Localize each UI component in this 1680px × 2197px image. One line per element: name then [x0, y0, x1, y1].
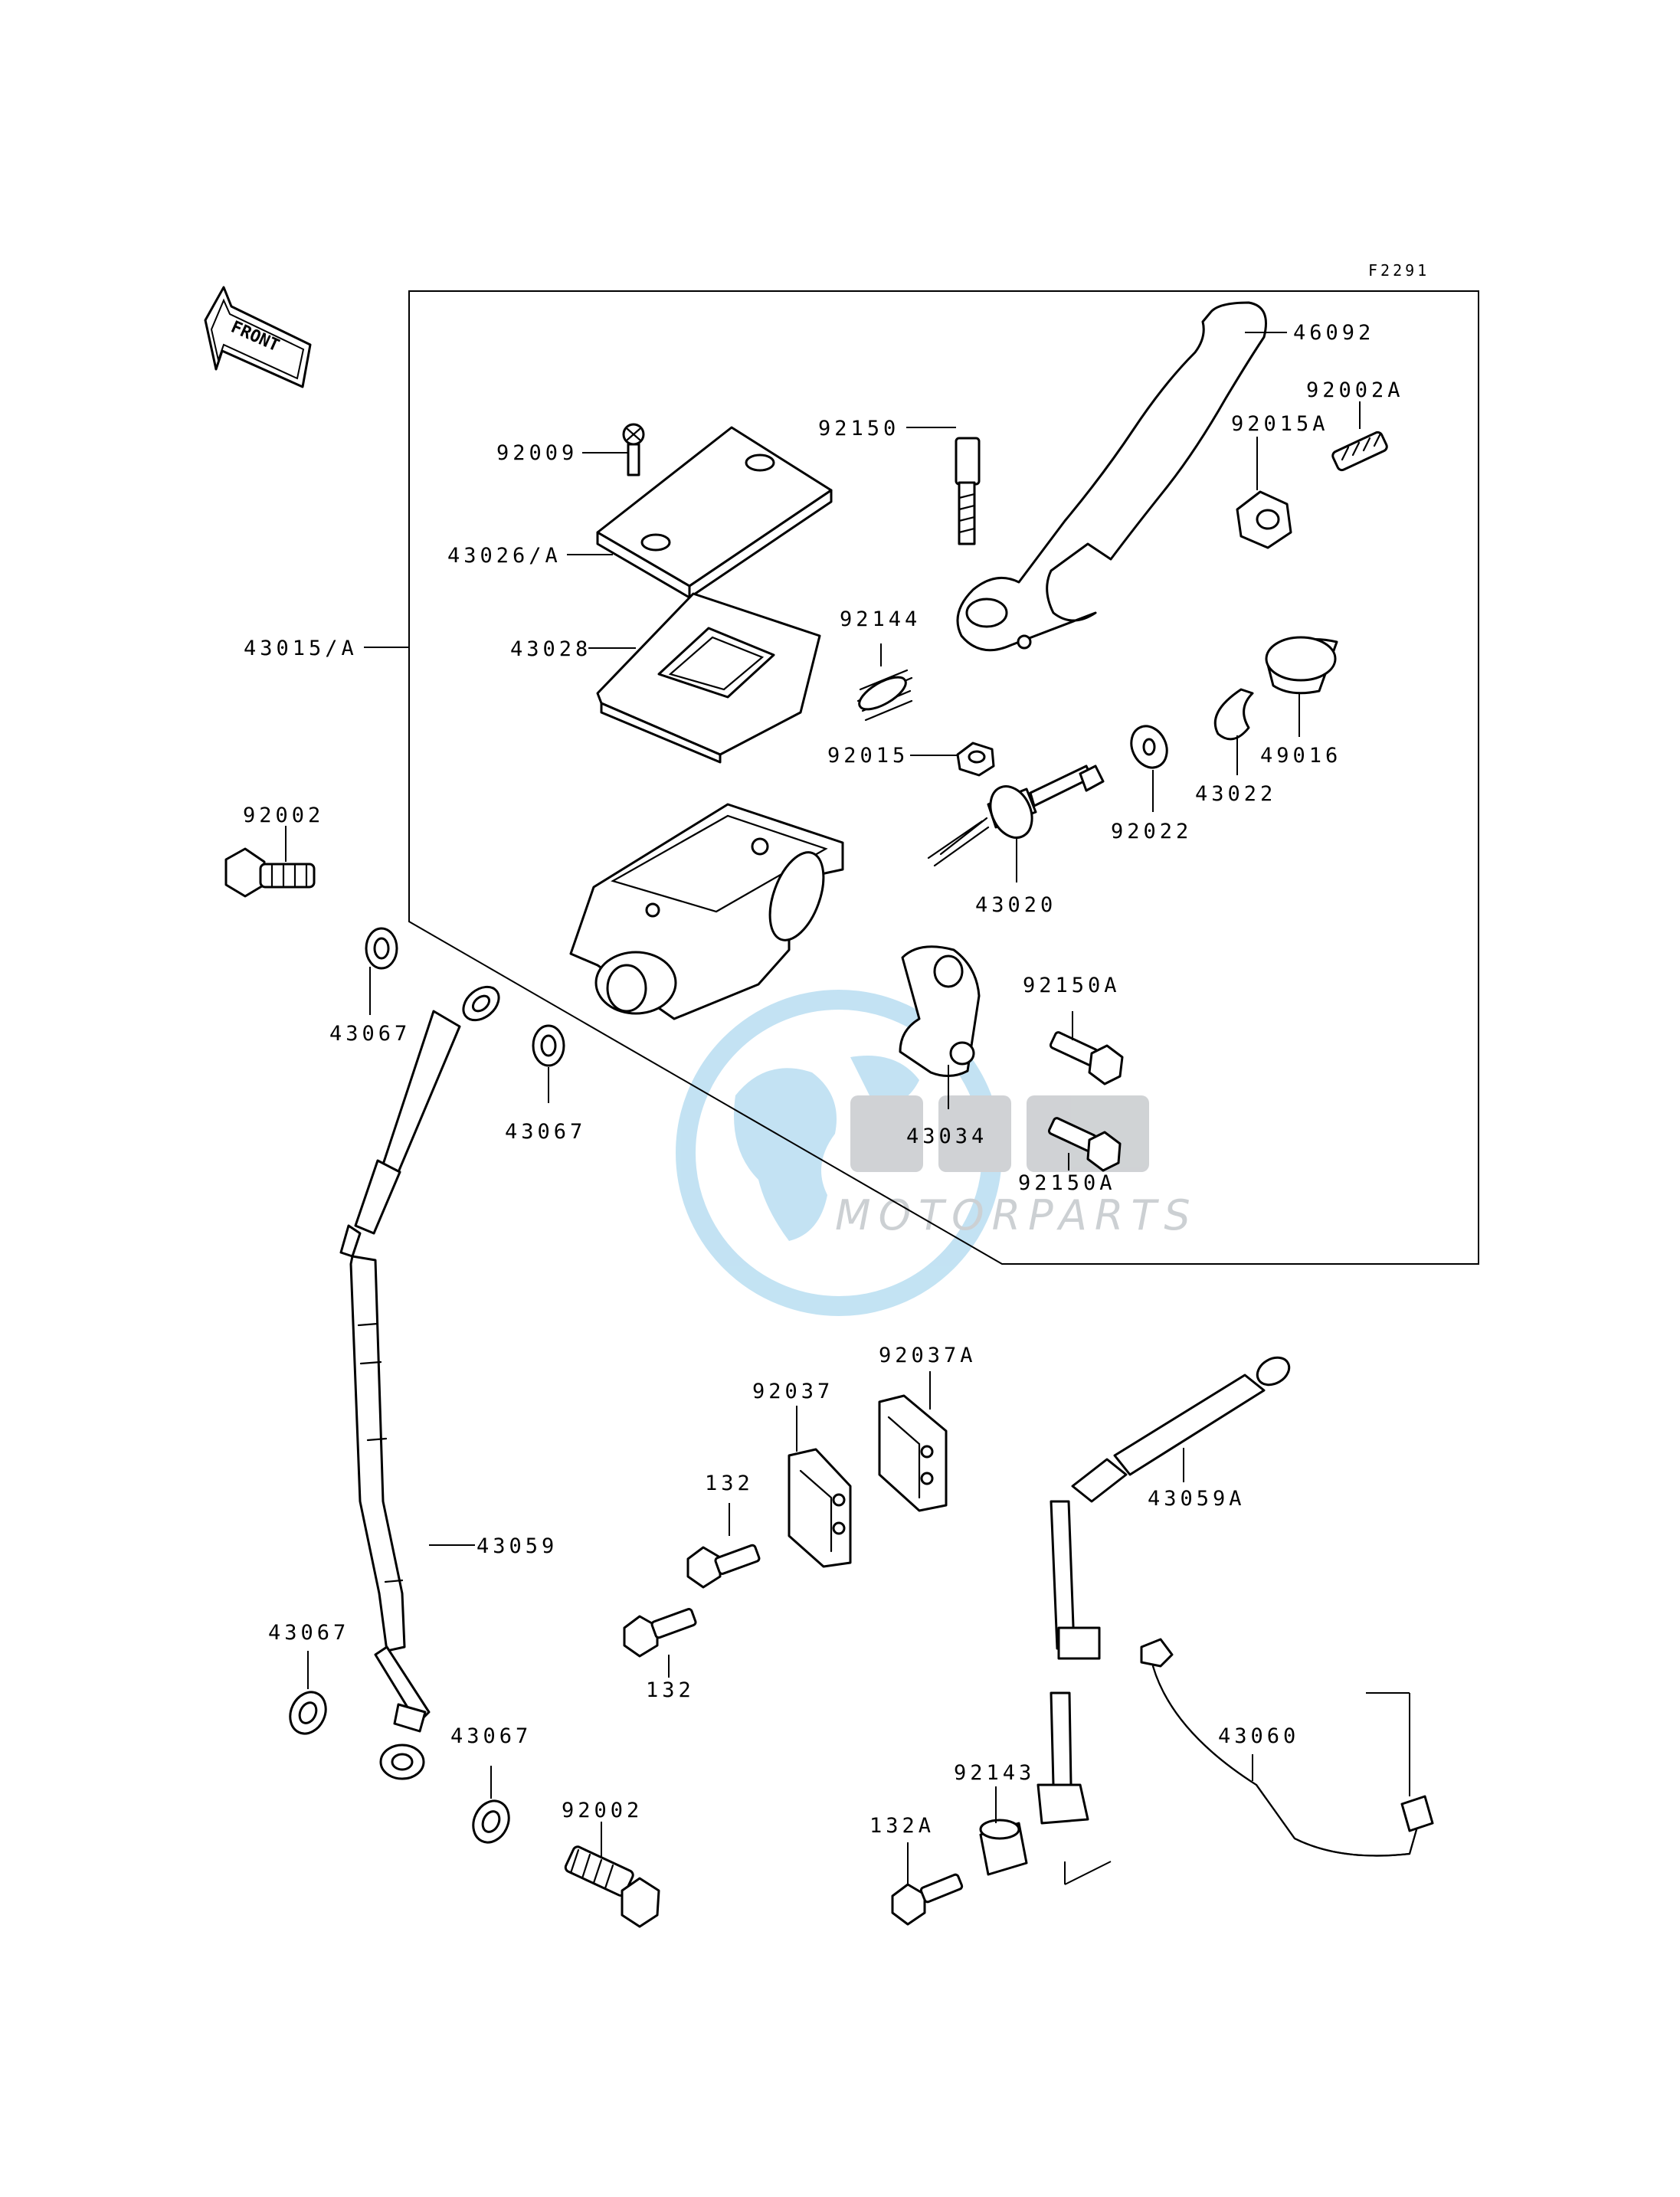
adjuster-92150: [906, 427, 981, 545]
clamp-92037A: [878, 1371, 948, 1512]
circlip-43022: [1213, 688, 1254, 775]
label-132-a: 132: [705, 1472, 754, 1495]
washer-43067-c: [289, 1651, 327, 1735]
label-49016: 49016: [1260, 744, 1341, 768]
bolt-92002-bottom: [564, 1822, 660, 1928]
nut-92015A: [1236, 437, 1292, 549]
clamp-92037: [788, 1406, 852, 1568]
label-92002-bottom: 92002: [562, 1799, 643, 1822]
boot-49016: [1265, 636, 1338, 737]
label-43022: 43022: [1195, 782, 1276, 806]
label-43067-d: 43067: [450, 1724, 532, 1748]
label-92009: 92009: [496, 441, 578, 465]
brake-hose-43059: [339, 985, 500, 1780]
label-43059A: 43059A: [1148, 1487, 1246, 1511]
label-92037A: 92037A: [879, 1344, 977, 1367]
front-arrow-icon: FRONT: [204, 286, 312, 388]
diaphragm-43028: [588, 592, 821, 764]
label-43067-b: 43067: [505, 1120, 586, 1144]
label-132A: 132A: [869, 1814, 935, 1838]
diagram-code: F2291: [1368, 261, 1429, 280]
washer-92022: [1130, 725, 1168, 812]
bolt-132-upper: [686, 1503, 761, 1589]
label-43059: 43059: [476, 1534, 558, 1558]
piston-43020: [927, 765, 1105, 882]
label-43034: 43034: [906, 1125, 987, 1148]
spring-92144: [856, 643, 913, 722]
label-92002A: 92002A: [1306, 378, 1404, 402]
label-43015A: 43015/A: [244, 637, 358, 660]
label-43020: 43020: [975, 893, 1056, 917]
label-92150: 92150: [818, 417, 899, 440]
bolt-132-lower: [623, 1608, 697, 1678]
label-92015A: 92015A: [1231, 412, 1329, 436]
brake-pipe-43060: [1140, 1638, 1434, 1857]
label-43026A: 43026/A: [447, 544, 562, 568]
master-cylinder-body: [569, 803, 844, 1020]
label-92150A-a: 92150A: [1023, 974, 1121, 997]
bolt-92150A-lower: [1047, 1117, 1122, 1172]
bolt-92002A: [1331, 401, 1388, 472]
bolt-92002-top: [224, 826, 316, 898]
label-43067-a: 43067: [329, 1022, 411, 1046]
screw-92009: [582, 423, 645, 476]
label-92002-top: 92002: [243, 804, 324, 827]
brake-lever-46092: [956, 301, 1287, 652]
nut-92015: [910, 742, 995, 777]
collar-92143: [979, 1786, 1112, 1885]
label-92143: 92143: [954, 1761, 1035, 1785]
reservoir-cap-43026A: [567, 426, 833, 599]
label-46092: 46092: [1293, 321, 1374, 345]
washer-43067-d: [472, 1766, 510, 1844]
label-92037: 92037: [752, 1380, 833, 1403]
label-43067-c: 43067: [268, 1621, 349, 1645]
watermark-text: MOTORPARTS: [835, 1191, 1198, 1239]
brake-hose-43059A: [1036, 1356, 1291, 1825]
label-92150A-b: 92150A: [1018, 1171, 1116, 1195]
label-132-b: 132: [646, 1678, 695, 1702]
label-92144: 92144: [840, 607, 921, 631]
washer-43067-b: [532, 1024, 565, 1103]
label-43060: 43060: [1218, 1724, 1299, 1748]
bolt-132A: [891, 1842, 964, 1926]
clamp-43034: [899, 945, 981, 1109]
washer-43067-a: [365, 927, 398, 1015]
watermark: MOTORPARTS: [676, 990, 1198, 1316]
label-92022: 92022: [1111, 820, 1192, 843]
bolt-92150A-upper: [1049, 1011, 1124, 1085]
label-43028: 43028: [510, 637, 591, 661]
label-92015: 92015: [827, 744, 909, 768]
assembly-boundary: [408, 290, 1479, 1265]
